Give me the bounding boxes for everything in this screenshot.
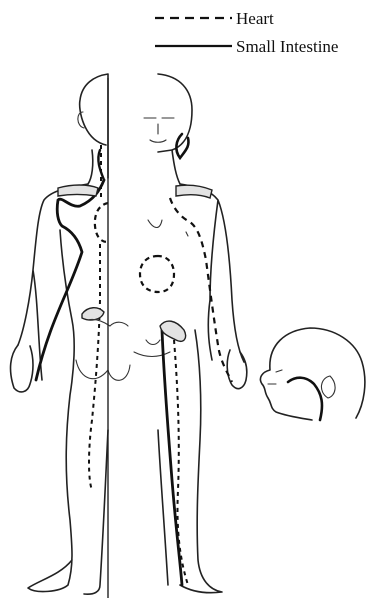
front-body-outline [158, 184, 244, 593]
front-face-features [144, 118, 174, 142]
back-heart-dashed-circle [95, 203, 108, 242]
front-chest-marks [148, 220, 188, 236]
back-view-figure [11, 74, 130, 594]
head-profile-small-intestine [288, 378, 322, 420]
legend-item-heart: Heart [155, 9, 274, 28]
front-view-figure [134, 74, 247, 593]
legend-label-small-intestine: Small Intestine [236, 37, 338, 56]
head-profile-ear [321, 376, 335, 398]
legend-label-heart: Heart [236, 9, 274, 28]
back-shaded-shoulder [58, 185, 98, 196]
back-shaded-hip [82, 308, 104, 320]
front-head-outline [158, 74, 192, 152]
back-neck-outline [88, 150, 93, 184]
back-small-intestine-meridian [36, 180, 104, 380]
front-shaded-shoulder [176, 185, 212, 198]
front-groin-lines [134, 340, 170, 357]
front-heart-dashed-arm [170, 198, 232, 382]
head-profile-outline [260, 328, 364, 420]
head-profile-figure [260, 328, 364, 420]
front-heart-dashed-circle [140, 256, 174, 292]
legend: Heart Small Intestine [155, 9, 338, 56]
legend-item-small-intestine: Small Intestine [155, 37, 338, 56]
head-profile-nose-eye [268, 370, 282, 384]
front-right-hand [227, 350, 247, 389]
front-shaded-hip [160, 321, 186, 341]
back-head-outline [80, 74, 108, 178]
back-left-hand [11, 345, 33, 392]
front-heart-dashed-leg [174, 340, 188, 585]
back-buttocks-outline [76, 360, 130, 380]
